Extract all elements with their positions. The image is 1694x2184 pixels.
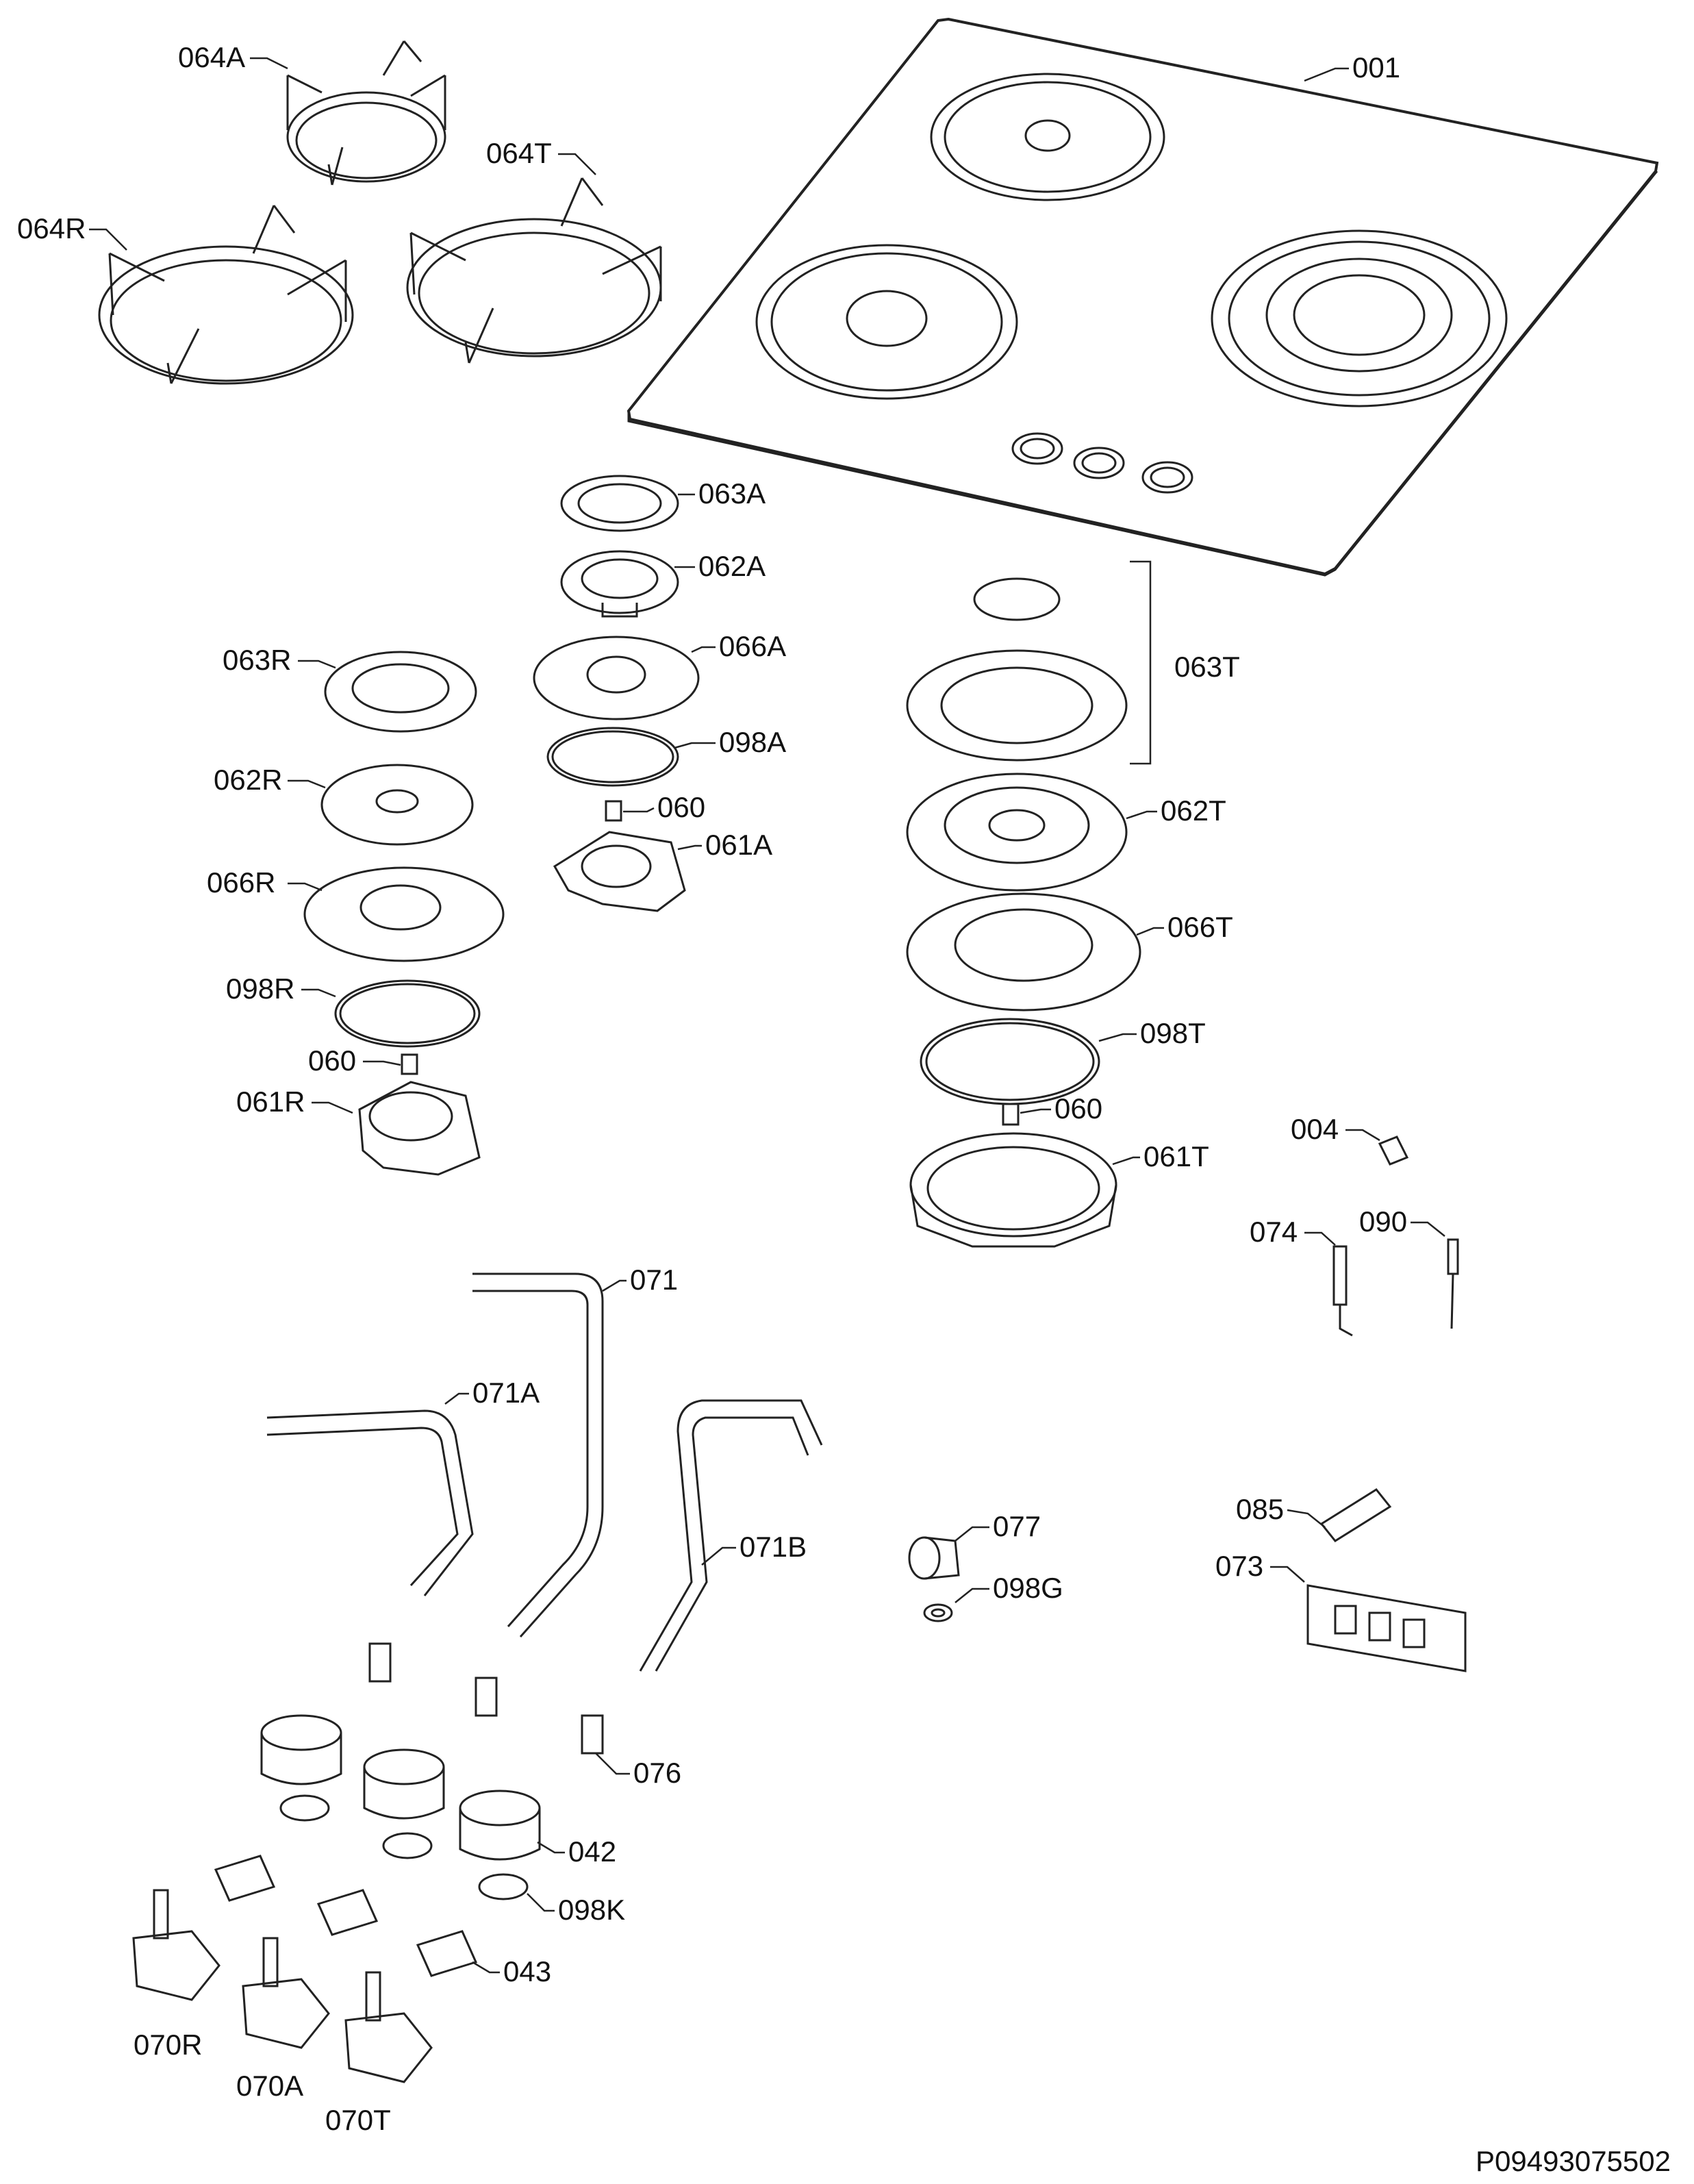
drawing-number: P09493075502 xyxy=(1476,2145,1671,2177)
label-004: 004 xyxy=(1291,1113,1339,1145)
part-injector-060A[interactable] xyxy=(605,800,622,822)
label-070R: 070R xyxy=(134,2029,202,2061)
label-073: 073 xyxy=(1215,1550,1263,1582)
part-hob-top-plate[interactable] xyxy=(627,17,1659,577)
part-flame-spreader-062T[interactable] xyxy=(906,773,1128,892)
label-066R: 066R xyxy=(207,866,275,899)
label-063T: 063T xyxy=(1174,651,1240,683)
part-pan-support-064T[interactable] xyxy=(406,177,662,364)
part-gasket-066A[interactable] xyxy=(533,636,700,720)
part-burner-body-061T[interactable] xyxy=(909,1132,1117,1248)
label-001: 001 xyxy=(1352,51,1400,84)
part-pan-support-064R[interactable] xyxy=(98,205,354,385)
part-microswitch-043[interactable] xyxy=(214,1855,478,1977)
label-062R: 062R xyxy=(214,764,282,796)
label-061T: 061T xyxy=(1143,1140,1209,1172)
part-seal-098T[interactable] xyxy=(920,1018,1100,1105)
part-clip-004[interactable] xyxy=(1378,1135,1409,1166)
label-066T: 066T xyxy=(1167,911,1233,943)
part-gasket-066R[interactable] xyxy=(303,866,505,962)
label-098K: 098K xyxy=(558,1894,625,1926)
label-071: 071 xyxy=(630,1264,678,1296)
part-injector-060T[interactable] xyxy=(1002,1103,1020,1126)
label-070A: 070A xyxy=(236,2070,303,2102)
label-061A: 061A xyxy=(705,829,772,861)
label-064R: 064R xyxy=(17,212,86,244)
label-061R: 061R xyxy=(236,1085,305,1118)
part-spark-generator-button-085[interactable] xyxy=(1319,1488,1392,1542)
part-burner-cap-063R[interactable] xyxy=(324,651,477,733)
label-085: 085 xyxy=(1236,1493,1284,1525)
part-seal-098R[interactable] xyxy=(334,979,481,1048)
part-flame-spreader-062R[interactable] xyxy=(320,764,474,846)
label-063R: 063R xyxy=(223,644,291,676)
part-gas-pipe-071A[interactable] xyxy=(266,1409,474,1596)
label-064A: 064A xyxy=(178,41,245,73)
label-063A: 063A xyxy=(698,477,766,510)
label-060-a: 060 xyxy=(657,791,705,823)
part-injector-060R[interactable] xyxy=(401,1053,418,1075)
label-098T: 098T xyxy=(1140,1017,1206,1049)
label-062T: 062T xyxy=(1161,794,1226,827)
label-090: 090 xyxy=(1359,1205,1407,1238)
part-gas-inlet-elbow-077[interactable] xyxy=(908,1536,960,1580)
label-077: 077 xyxy=(993,1510,1041,1542)
label-062A: 062A xyxy=(698,550,766,582)
part-seal-098G[interactable] xyxy=(923,1603,953,1622)
part-bracket-076[interactable] xyxy=(368,1642,604,1755)
label-071A: 071A xyxy=(472,1377,540,1409)
part-gas-tap-070A[interactable] xyxy=(242,1937,330,2049)
part-pan-support-064A[interactable] xyxy=(286,40,446,186)
part-gas-tap-070R[interactable] xyxy=(132,1889,220,2001)
part-gasket-066T[interactable] xyxy=(906,892,1141,1012)
part-knob-seal-098K[interactable] xyxy=(279,1794,529,1900)
label-042: 042 xyxy=(568,1835,616,1868)
part-gas-tap-070T[interactable] xyxy=(344,1971,433,2083)
part-gas-pipe-071B[interactable] xyxy=(639,1399,823,1672)
part-control-knob-042[interactable] xyxy=(260,1714,541,1861)
label-043: 043 xyxy=(503,1955,551,1987)
part-burner-cap-063T[interactable] xyxy=(906,577,1128,762)
label-098R: 098R xyxy=(226,972,294,1005)
label-071B: 071B xyxy=(739,1531,807,1563)
label-098A: 098A xyxy=(719,726,786,758)
label-060-t: 060 xyxy=(1054,1092,1102,1125)
label-060-r: 060 xyxy=(308,1044,356,1077)
part-burner-body-061A[interactable] xyxy=(553,831,686,912)
part-spark-generator-073[interactable] xyxy=(1306,1584,1467,1672)
part-flame-spreader-062A[interactable] xyxy=(560,550,679,618)
label-066A: 066A xyxy=(719,630,786,662)
label-098G: 098G xyxy=(993,1572,1063,1604)
label-076: 076 xyxy=(633,1757,681,1789)
label-064T: 064T xyxy=(486,137,552,169)
part-ignition-electrode-074[interactable] xyxy=(1332,1245,1353,1337)
part-burner-cap-063A[interactable] xyxy=(560,475,679,532)
part-burner-body-061R[interactable] xyxy=(358,1081,481,1176)
part-gas-pipe-071[interactable] xyxy=(472,1272,604,1637)
label-070T: 070T xyxy=(325,2104,391,2136)
label-074: 074 xyxy=(1250,1216,1298,1248)
part-seal-098A[interactable] xyxy=(546,727,679,787)
part-thermocouple-090[interactable] xyxy=(1447,1238,1459,1329)
